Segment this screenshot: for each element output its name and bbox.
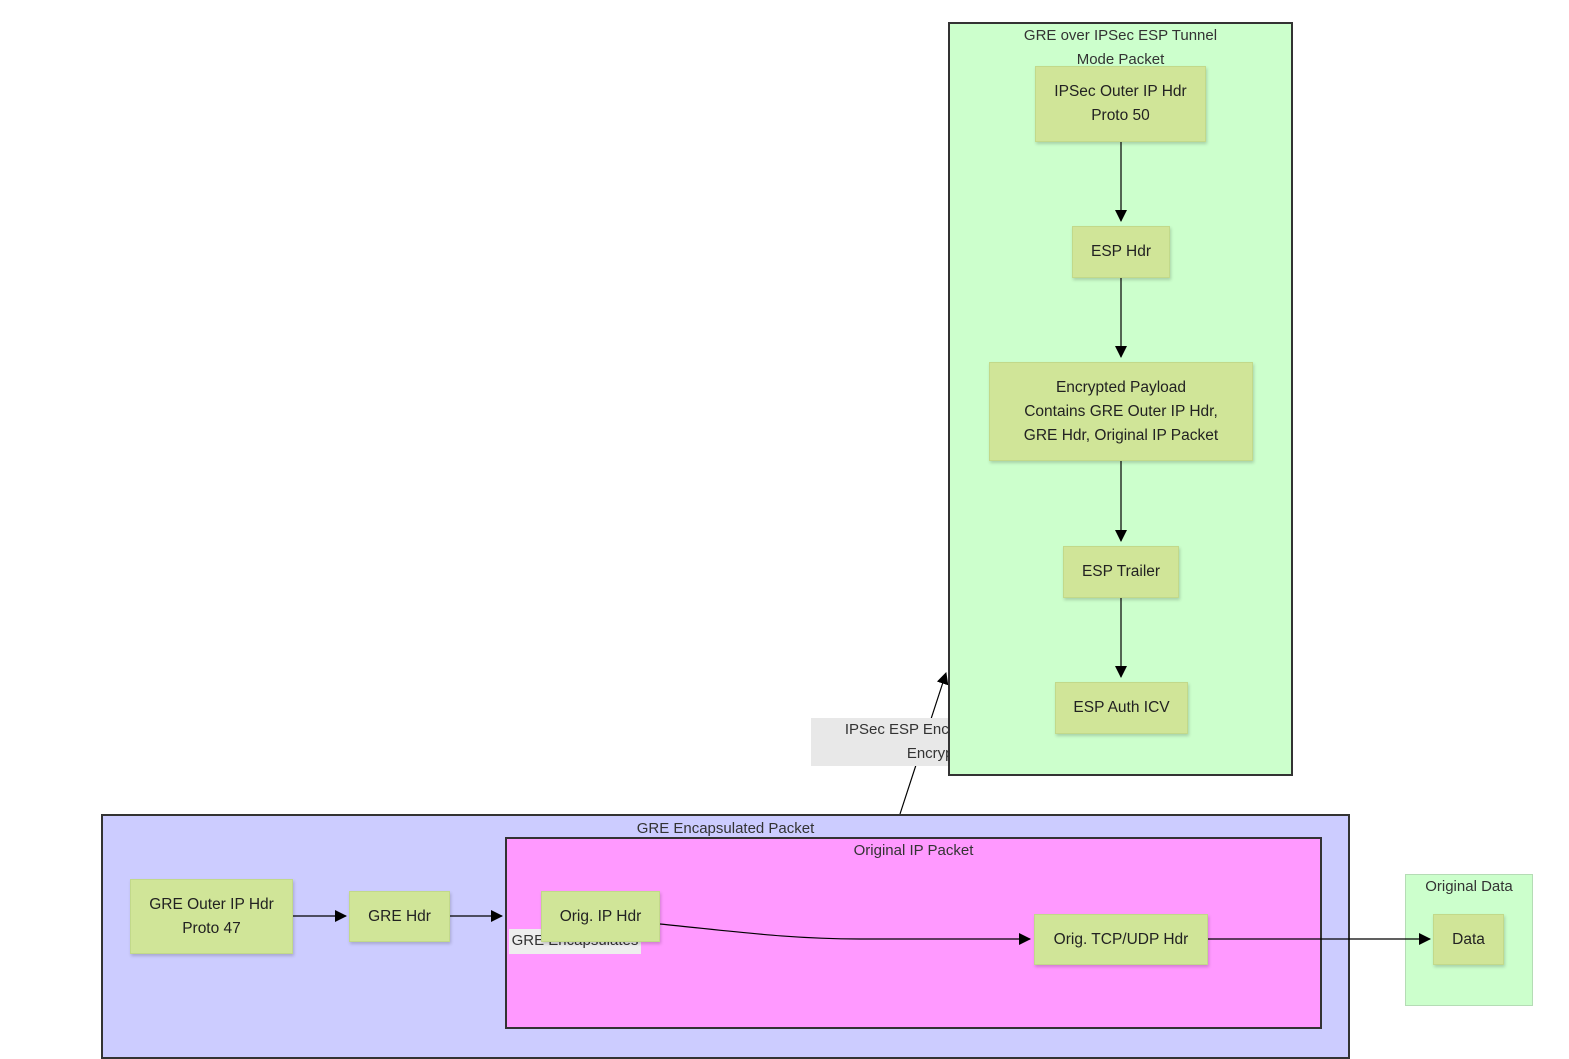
- gre-outer-line2: Proto 47: [182, 919, 241, 937]
- data-node: Data: [1433, 914, 1504, 965]
- original-data-title: Original Data: [1425, 878, 1513, 895]
- ipsec-esp-tunnel-packet-title: GRE over IPSec ESP Tunnel Mode Packet: [950, 24, 1291, 72]
- gre-outer-line1: GRE Outer IP Hdr: [149, 895, 274, 913]
- original-ip-packet-title: Original IP Packet: [853, 842, 974, 859]
- ipsec-outer-ip-hdr-node: IPSec Outer IP Hdr Proto 50: [1035, 66, 1206, 142]
- encrypted-payload-node: Encrypted Payload Contains GRE Outer IP …: [989, 362, 1253, 461]
- ipsec-outer-line2: Proto 50: [1091, 107, 1150, 124]
- encrypted-payload-line3: GRE Hdr, Original IP Packet: [1023, 426, 1219, 444]
- ipsec-title-line1: GRE over IPSec ESP Tunnel: [1023, 27, 1218, 44]
- esp-auth-icv-node: ESP Auth ICV: [1055, 682, 1188, 734]
- edge-orig-ip-hdr-to-tcp: [659, 923, 1031, 945]
- encrypted-payload-line2: Contains GRE Outer IP Hdr,: [1024, 402, 1218, 420]
- gre-hdr-node: GRE Hdr: [349, 891, 450, 942]
- orig-tcp-udp-hdr-node: Orig. TCP/UDP Hdr: [1034, 914, 1208, 965]
- esp-hdr-node: ESP Hdr: [1072, 226, 1170, 278]
- orig-ip-hdr-node: Orig. IP Hdr: [541, 891, 660, 942]
- esp-trailer-node: ESP Trailer: [1063, 546, 1179, 598]
- gre-encapsulated-packet-title: GRE Encapsulated Packet: [636, 820, 815, 837]
- ipsec-title-line2: Mode Packet: [1076, 51, 1165, 68]
- ipsec-outer-line1: IPSec Outer IP Hdr: [1054, 83, 1187, 100]
- encrypted-payload-line1: Encrypted Payload: [1055, 378, 1187, 396]
- gre-outer-ip-hdr-node: GRE Outer IP Hdr Proto 47: [130, 879, 293, 954]
